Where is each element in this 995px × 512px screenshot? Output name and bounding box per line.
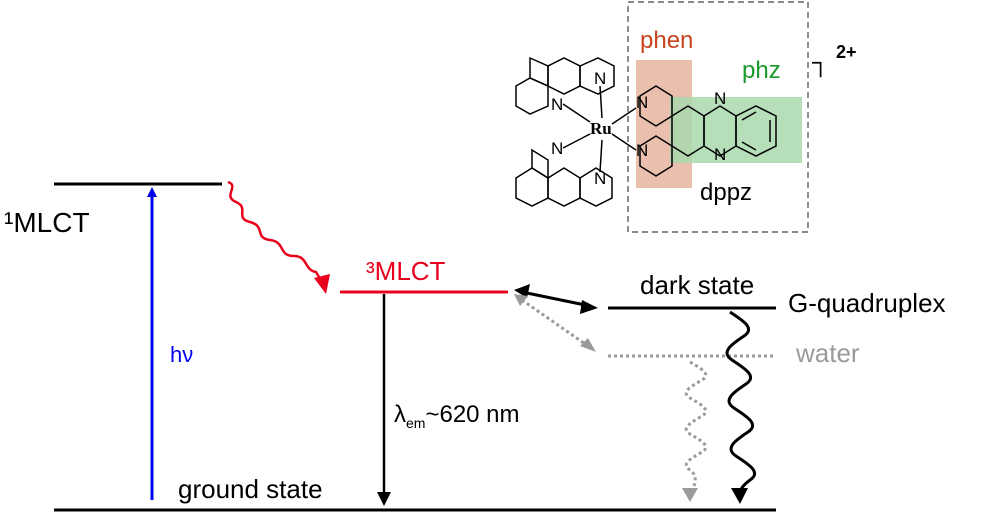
- dark-state-decay-arrow: [725, 310, 757, 495]
- emission-label: λem~620 nm: [394, 401, 520, 431]
- n-atom-7: N: [714, 89, 726, 108]
- dark-decay-arrowhead: [731, 488, 748, 504]
- charge-label: 2+: [836, 42, 857, 62]
- water-decay-arrowhead: [682, 488, 698, 502]
- water-arrowhead-right: [580, 338, 596, 352]
- water-arrowhead-left: [514, 294, 528, 306]
- emission-subscript: em: [406, 415, 425, 431]
- charge-bracket: ┐: [812, 49, 829, 78]
- intersystem-crossing-arrow: [227, 180, 324, 283]
- exchange-arrowhead-right: [580, 300, 598, 314]
- water-exchange-arrow: [521, 298, 589, 348]
- n-atom-2: N: [551, 95, 563, 114]
- n-atom-8: N: [714, 145, 726, 164]
- n-atom-6: N: [636, 141, 648, 160]
- exchange-arrowhead-left: [514, 284, 530, 298]
- dppz-label: dppz: [700, 179, 752, 206]
- dark-state-exchange-arrow: [521, 290, 591, 308]
- singlet-label: ¹MLCT: [4, 207, 90, 238]
- n-atom-1: N: [594, 69, 606, 88]
- emission-arrowhead: [377, 492, 391, 506]
- isc-arrowhead: [314, 274, 330, 294]
- dark-state-label: dark state: [640, 270, 754, 300]
- triplet-label: ³MLCT: [366, 256, 446, 286]
- dppz-dashed-box: [627, 1, 809, 233]
- phz-label: phz: [742, 57, 781, 84]
- n-atom-3: N: [551, 139, 563, 158]
- absorption-label: hν: [170, 342, 193, 367]
- emission-value: ~620 nm: [425, 401, 519, 428]
- water-label: water: [795, 338, 860, 368]
- ground-label: ground state: [178, 474, 323, 504]
- water-decay-arrow: [684, 360, 708, 487]
- ru-atom: Ru: [590, 119, 612, 138]
- emission-symbol: λ: [394, 401, 406, 428]
- n-atom-4: N: [594, 169, 606, 188]
- n-atom-5: N: [636, 93, 648, 112]
- environment-label: G-quadruplex: [788, 288, 946, 318]
- ru-complex-structure: [515, 56, 777, 207]
- phen-label: phen: [640, 27, 693, 54]
